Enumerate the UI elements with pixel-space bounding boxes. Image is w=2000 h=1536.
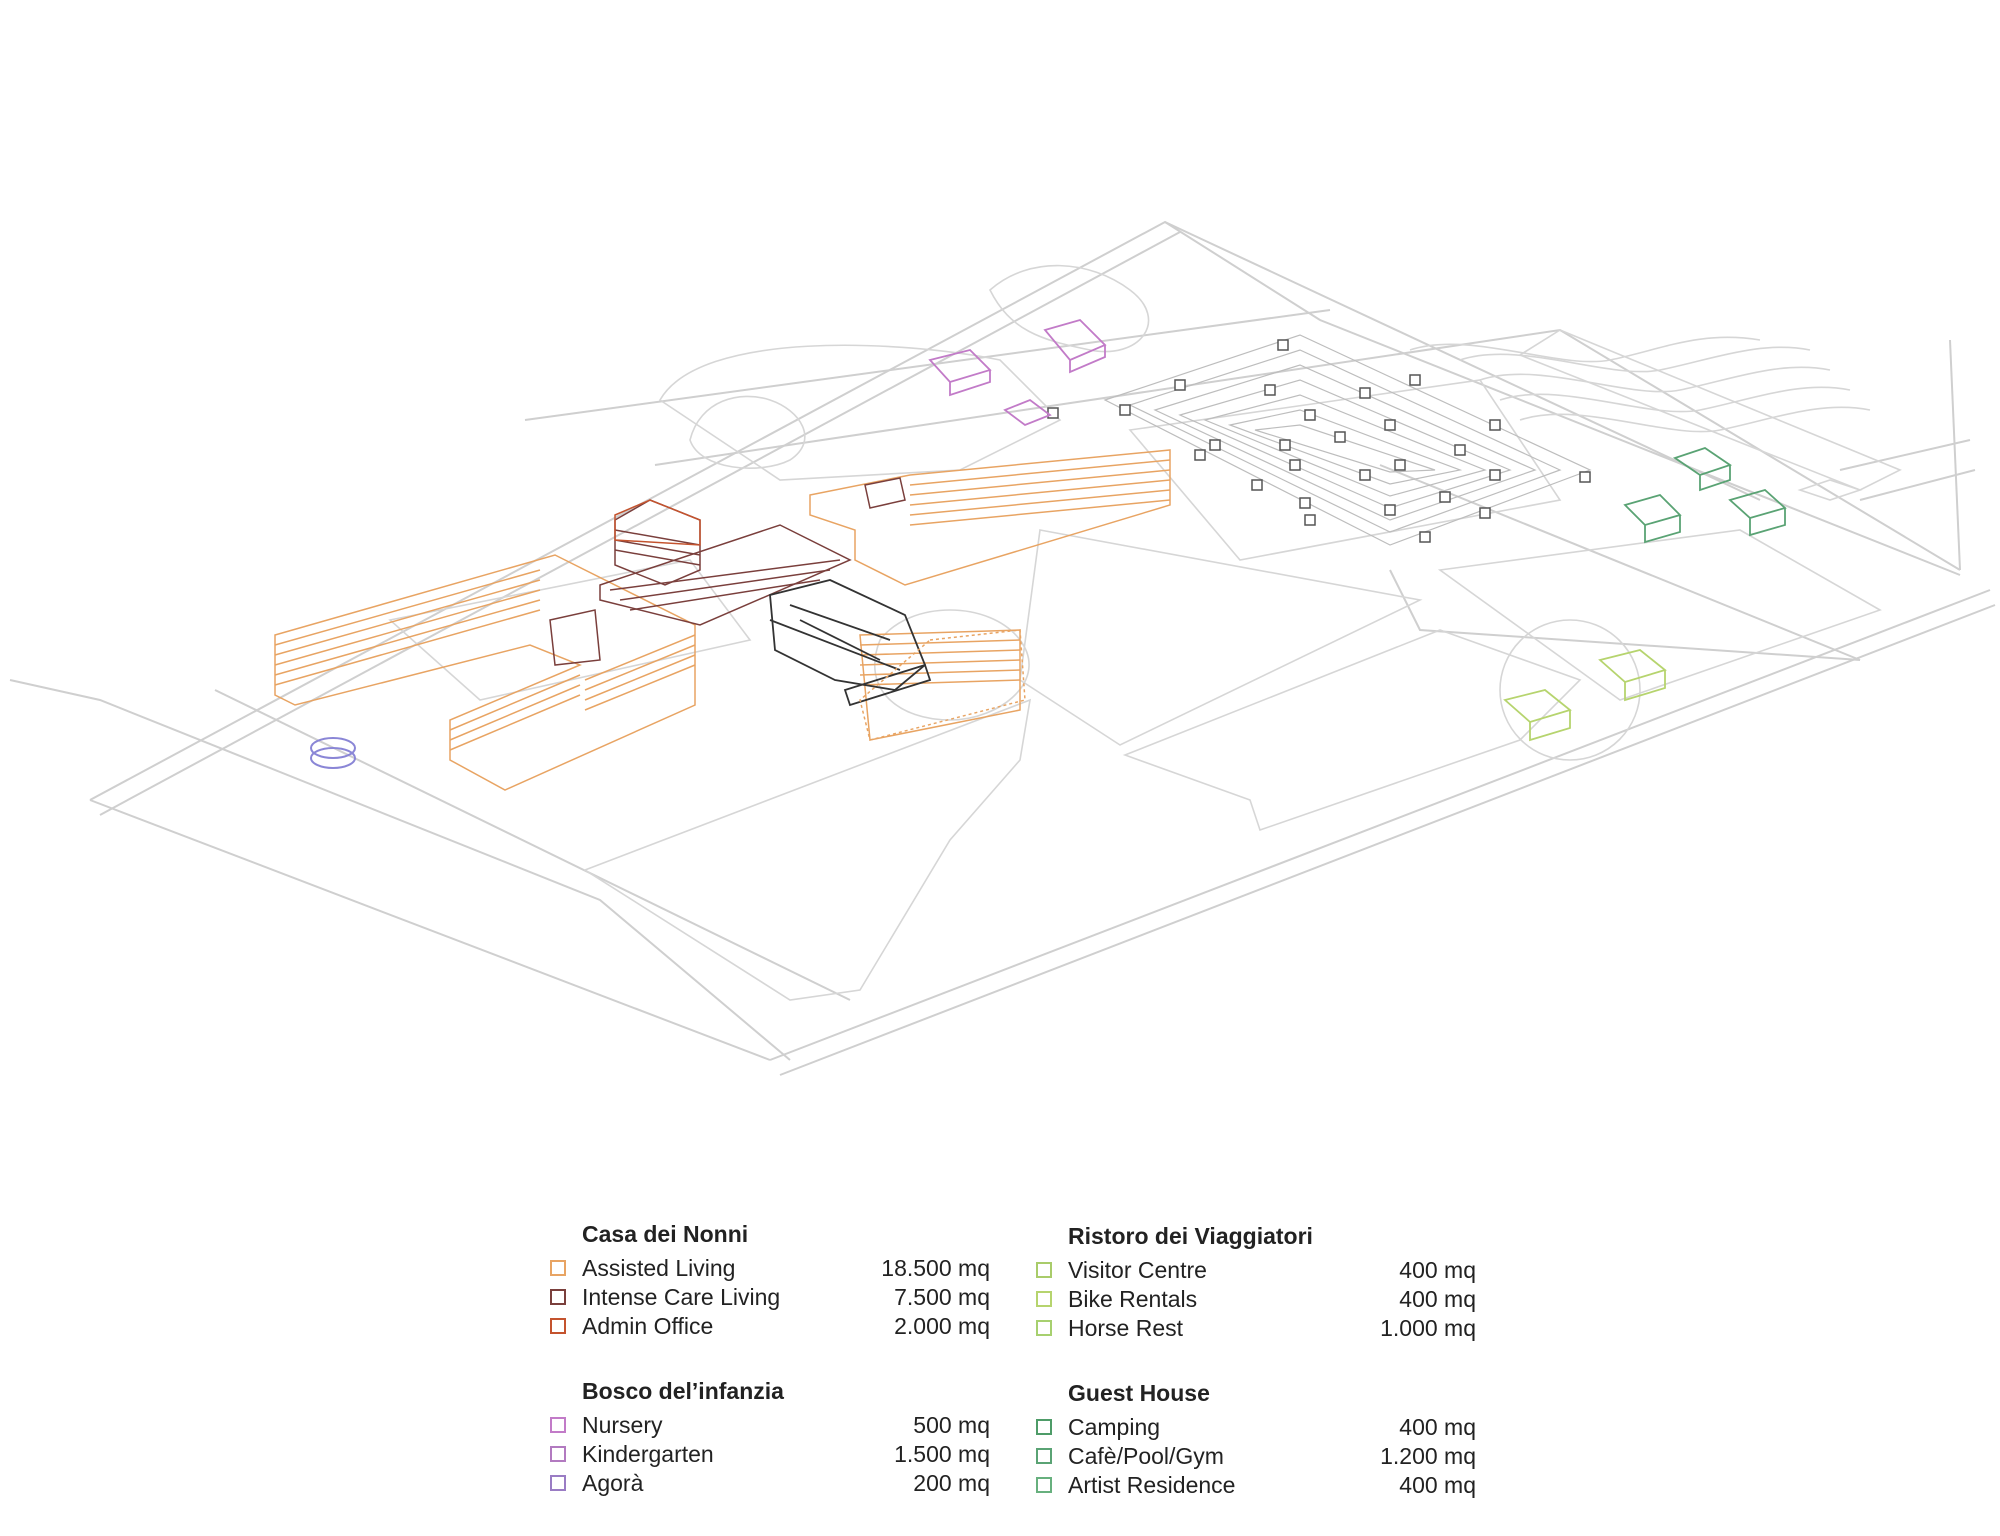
- legend-item-label: Intense Care Living: [582, 1284, 781, 1310]
- legend-swatch: [1036, 1477, 1052, 1493]
- legend-item-label: Artist Residence: [1068, 1472, 1236, 1498]
- legend-swatch: [1036, 1448, 1052, 1464]
- legend-item-label: Visitor Centre: [1068, 1257, 1207, 1283]
- building-dotted-annex: [859, 629, 1026, 741]
- legend-group-guest-house: Guest House Camping 400 mq Cafè/Pool/Gym…: [1036, 1379, 1476, 1500]
- legend-item-label: Nursery: [582, 1412, 663, 1438]
- central-pavilion: [769, 579, 932, 707]
- legend-swatch: [550, 1318, 566, 1334]
- legend-item-label: Assisted Living: [582, 1255, 736, 1281]
- building-nursery: [928, 318, 1107, 427]
- legend-item-value: 400 mq: [1399, 1286, 1476, 1312]
- legend-group-title: Ristoro dei Viaggiatori: [1068, 1223, 1313, 1249]
- road-network: [9, 220, 1996, 1076]
- legend-item: Artist Residence 400 mq: [1036, 1471, 1476, 1500]
- legend-item: Assisted Living 18.500 mq: [550, 1254, 990, 1283]
- building-admin-office: [614, 499, 701, 546]
- legend-right-column: Ristoro dei Viaggiatori Visitor Centre 4…: [1036, 1222, 1476, 1536]
- legend-swatch: [1036, 1291, 1052, 1307]
- park-parcels: [388, 264, 1902, 1001]
- legend-swatch: [1036, 1262, 1052, 1278]
- legend-item-value: 200 mq: [913, 1470, 990, 1496]
- legend-group-casa-dei-nonni: Casa dei Nonni Assisted Living 18.500 mq…: [550, 1220, 990, 1341]
- legend-swatch: [1036, 1419, 1052, 1435]
- legend-group-title: Casa dei Nonni: [582, 1221, 749, 1247]
- legend-item-value: 400 mq: [1399, 1472, 1476, 1498]
- legend-item-value: 1.500 mq: [894, 1441, 990, 1467]
- legend-item-value: 1.000 mq: [1380, 1315, 1476, 1341]
- legend-item-label: Agorà: [582, 1470, 644, 1496]
- legend-item-value: 400 mq: [1399, 1414, 1476, 1440]
- building-guest-house: [1623, 447, 1787, 544]
- legend-swatch: [550, 1289, 566, 1305]
- legend-item-label: Admin Office: [582, 1313, 714, 1339]
- legend-left-column: Casa dei Nonni Assisted Living 18.500 mq…: [550, 1220, 990, 1534]
- legend-item-value: 18.500 mq: [881, 1255, 990, 1281]
- camping-cabins: [1047, 339, 1591, 543]
- agora-circle: [310, 737, 356, 769]
- legend-item: Kindergarten 1.500 mq: [550, 1440, 990, 1469]
- legend-item-value: 1.200 mq: [1380, 1443, 1476, 1469]
- legend-item-label: Cafè/Pool/Gym: [1068, 1443, 1224, 1469]
- site-plan-axonometric: [9, 220, 1996, 1076]
- legend-group-title: Guest House: [1068, 1380, 1210, 1406]
- camping-field: [1103, 334, 1592, 546]
- legend-item-label: Horse Rest: [1068, 1315, 1184, 1341]
- legend-item-value: 500 mq: [913, 1412, 990, 1438]
- legend-item-value: 7.500 mq: [894, 1284, 990, 1310]
- building-assisted-living: [274, 449, 1171, 791]
- legend-item: Nursery 500 mq: [550, 1411, 990, 1440]
- legend-item-label: Camping: [1068, 1414, 1161, 1440]
- legend-swatch: [550, 1475, 566, 1491]
- legend-item: Bike Rentals 400 mq: [1036, 1285, 1476, 1314]
- building-visitor-centre: [1503, 649, 1667, 742]
- legend-item: Visitor Centre 400 mq: [1036, 1256, 1476, 1285]
- legend-item: Agorà 200 mq: [550, 1469, 990, 1498]
- legend-item: Horse Rest 1.000 mq: [1036, 1314, 1476, 1343]
- legend-swatch: [550, 1260, 566, 1276]
- legend-swatch: [550, 1417, 566, 1433]
- legend-item: Intense Care Living 7.500 mq: [550, 1283, 990, 1312]
- legend-swatch: [1036, 1320, 1052, 1336]
- legend-item: Admin Office 2.000 mq: [550, 1312, 990, 1341]
- legend-group-title: Bosco del’infanzia: [582, 1378, 784, 1404]
- legend-item-value: 2.000 mq: [894, 1313, 990, 1339]
- legend-item: Cafè/Pool/Gym 1.200 mq: [1036, 1442, 1476, 1471]
- legend-group-bosco-infanzia: Bosco del’infanzia Nursery 500 mq Kinder…: [550, 1377, 990, 1498]
- legend-item-label: Kindergarten: [582, 1441, 714, 1467]
- legend-swatch: [550, 1446, 566, 1462]
- legend-item: Camping 400 mq: [1036, 1413, 1476, 1442]
- building-intense-care: [549, 477, 906, 666]
- legend-group-ristoro-viaggiatori: Ristoro dei Viaggiatori Visitor Centre 4…: [1036, 1222, 1476, 1343]
- legend-item-value: 400 mq: [1399, 1257, 1476, 1283]
- legend-item-label: Bike Rentals: [1068, 1286, 1198, 1312]
